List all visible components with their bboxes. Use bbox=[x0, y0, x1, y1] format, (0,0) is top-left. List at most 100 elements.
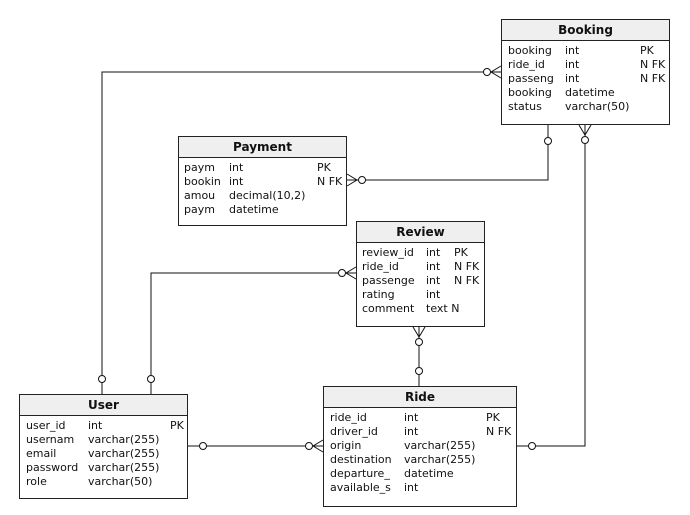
field-key: PK bbox=[454, 246, 468, 259]
entity-title-booking: Booking bbox=[502, 20, 669, 41]
field-row: comment text N bbox=[357, 302, 484, 316]
field-type: varchar(255) bbox=[404, 453, 476, 466]
field-type: varchar(255) bbox=[88, 461, 160, 474]
field-name: available_s bbox=[330, 481, 391, 494]
field-row: available_s int bbox=[324, 481, 516, 495]
field-key: N FK bbox=[317, 175, 343, 188]
field-key: N FK bbox=[486, 425, 512, 438]
field-row: destination varchar(255) bbox=[324, 453, 516, 467]
field-row: paym datetime bbox=[179, 203, 346, 217]
field-key: PK bbox=[486, 411, 500, 424]
field-row: password varchar(255) bbox=[20, 461, 187, 475]
field-key: N FK bbox=[640, 72, 666, 85]
field-row: passenge int N FK bbox=[357, 274, 484, 288]
field-row: ride_id int N FK bbox=[357, 260, 484, 274]
field-name: review_id bbox=[362, 246, 414, 259]
field-row: ride_id int PK bbox=[324, 411, 516, 425]
field-row: origin varchar(255) bbox=[324, 439, 516, 453]
relationship-one-marker bbox=[544, 137, 552, 145]
entity-user[interactable]: User user_id int PK usernam varchar(255)… bbox=[19, 394, 188, 499]
field-row: status varchar(50) bbox=[502, 100, 669, 114]
field-name: comment bbox=[362, 302, 415, 315]
field-row: user_id int PK bbox=[20, 419, 187, 433]
field-row: departure_ datetime bbox=[324, 467, 516, 481]
entity-title-review: Review bbox=[357, 222, 484, 243]
field-row: amou decimal(10,2) bbox=[179, 189, 346, 203]
field-type: int bbox=[426, 274, 441, 287]
relationship-optional-marker bbox=[483, 68, 491, 76]
field-type: varchar(255) bbox=[88, 433, 160, 446]
entity-review[interactable]: Review review_id int PK ride_id int N FK… bbox=[356, 221, 485, 327]
relationship-optional-marker bbox=[338, 269, 346, 277]
field-type: datetime bbox=[229, 203, 279, 216]
field-row: email varchar(255) bbox=[20, 447, 187, 461]
entity-booking[interactable]: Booking booking int PK ride_id int N FK … bbox=[501, 19, 670, 125]
field-type: decimal(10,2) bbox=[229, 189, 306, 202]
relationship-one-marker bbox=[415, 367, 423, 375]
field-row: ride_id int N FK bbox=[502, 58, 669, 72]
field-type: int bbox=[88, 419, 103, 432]
field-row: bookin int N FK bbox=[179, 175, 346, 189]
field-name: role bbox=[26, 475, 47, 488]
field-row: booking int PK bbox=[502, 44, 669, 58]
field-row: booking datetime bbox=[502, 86, 669, 100]
field-name: usernam bbox=[26, 433, 75, 446]
field-type: varchar(50) bbox=[88, 475, 153, 488]
field-type: int bbox=[229, 175, 244, 188]
field-key: PK bbox=[170, 419, 184, 432]
entity-ride[interactable]: Ride ride_id int PK driver_id int N FK o… bbox=[323, 386, 517, 507]
field-row: rating int bbox=[357, 288, 484, 302]
field-type: int bbox=[404, 481, 419, 494]
field-row: role varchar(50) bbox=[20, 475, 187, 489]
relationship-one-marker bbox=[147, 375, 155, 383]
field-type: int bbox=[404, 425, 419, 438]
field-type: int bbox=[426, 260, 441, 273]
field-type: int bbox=[565, 44, 580, 57]
field-type: datetime bbox=[404, 467, 454, 480]
entity-title-ride: Ride bbox=[324, 387, 516, 408]
field-name: destination bbox=[330, 453, 392, 466]
field-name: status bbox=[508, 100, 542, 113]
relationship-one-marker bbox=[528, 442, 536, 450]
field-name: booking bbox=[508, 86, 552, 99]
relationship-one-marker bbox=[98, 375, 106, 383]
relationship-optional-marker bbox=[358, 176, 366, 184]
field-type: text N bbox=[426, 302, 460, 315]
entity-payment[interactable]: Payment paym int PK bookin int N FK amou… bbox=[178, 136, 347, 226]
field-row: driver_id int N FK bbox=[324, 425, 516, 439]
field-type: int bbox=[229, 161, 244, 174]
field-key: N FK bbox=[454, 274, 480, 287]
field-key: PK bbox=[640, 44, 654, 57]
field-type: varchar(50) bbox=[565, 100, 630, 113]
field-key: N FK bbox=[454, 260, 480, 273]
relationship-line-user-booking bbox=[101, 71, 501, 394]
field-name: departure_ bbox=[330, 467, 390, 480]
field-name: paym bbox=[184, 203, 215, 216]
field-name: user_id bbox=[26, 419, 66, 432]
relationship-one-marker bbox=[199, 442, 207, 450]
field-name: ride_id bbox=[362, 260, 399, 273]
field-type: int bbox=[565, 58, 580, 71]
field-name: passenge bbox=[362, 274, 415, 287]
field-name: amou bbox=[184, 189, 216, 202]
field-type: varchar(255) bbox=[88, 447, 160, 460]
field-row: usernam varchar(255) bbox=[20, 433, 187, 447]
field-name: password bbox=[26, 461, 79, 474]
field-type: int bbox=[426, 246, 441, 259]
entity-title-user: User bbox=[20, 395, 187, 416]
field-name: origin bbox=[330, 439, 362, 452]
field-name: passeng bbox=[508, 72, 554, 85]
field-name: ride_id bbox=[508, 58, 545, 71]
field-type: datetime bbox=[565, 86, 615, 99]
relationship-line-booking-payment bbox=[347, 125, 549, 181]
field-key: N FK bbox=[640, 58, 666, 71]
relationship-optional-marker bbox=[305, 442, 313, 450]
field-row: paym int PK bbox=[179, 161, 346, 175]
field-name: bookin bbox=[184, 175, 221, 188]
field-name: ride_id bbox=[330, 411, 367, 424]
field-type: int bbox=[565, 72, 580, 85]
relationship-line-ride-booking bbox=[517, 125, 586, 447]
field-type: varchar(255) bbox=[404, 439, 476, 452]
field-row: passeng int N FK bbox=[502, 72, 669, 86]
